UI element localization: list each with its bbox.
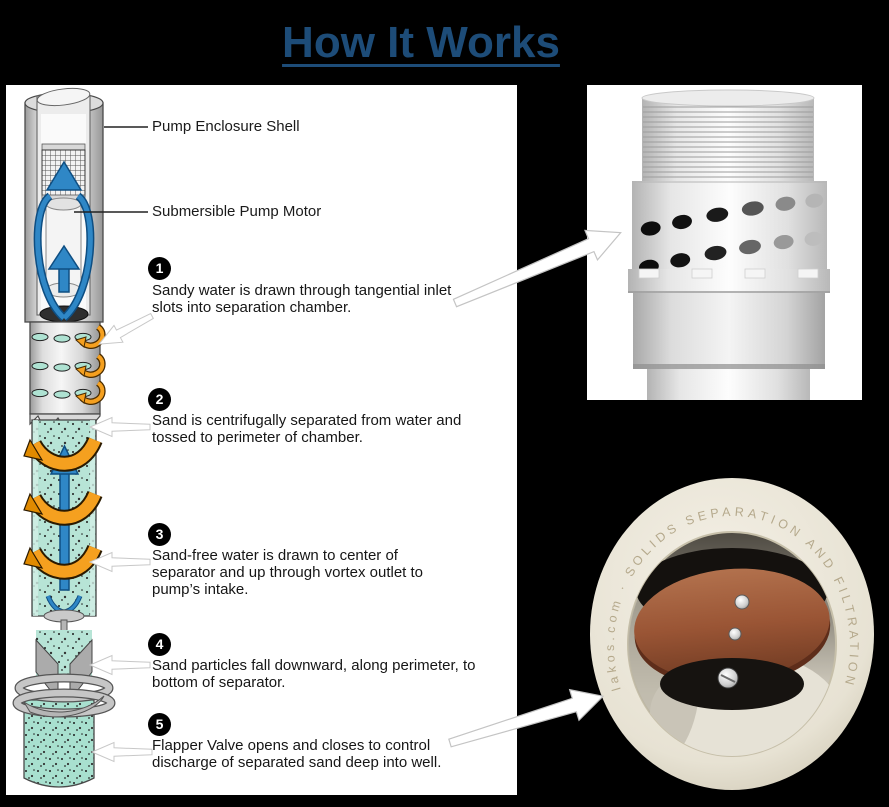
intake-photo <box>628 89 830 400</box>
step-2-badge: 2 <box>148 388 171 411</box>
step-1-text: Sandy water is drawn through tangential … <box>152 282 452 316</box>
rivet <box>728 627 742 641</box>
step-4-text: Sand particles fall downward, along peri… <box>152 657 476 691</box>
step-3-badge: 3 <box>148 523 171 546</box>
rivet <box>734 594 750 610</box>
step-2-text: Sand is centrifugally separated from wat… <box>152 412 462 446</box>
notched-ring <box>628 268 830 293</box>
intake-photo-panel <box>587 85 862 400</box>
part-label-submersible-pump-motor: Submersible Pump Motor <box>152 203 322 220</box>
part-label-pump-enclosure-shell: Pump Enclosure Shell <box>152 118 300 135</box>
coupling-body <box>633 293 825 400</box>
slotted-collar <box>632 181 827 274</box>
step-3-text: Sand-free water is drawn to center of se… <box>152 547 424 598</box>
flapper-photo-svg: lakos.com · SOLIDS SEPARATION AND FILTRA… <box>590 478 874 790</box>
flapper-valve-assembly <box>628 548 836 756</box>
step-5-badge: 5 <box>148 713 171 736</box>
flapper-photo: lakos.com · SOLIDS SEPARATION AND FILTRA… <box>590 478 874 790</box>
step-1-badge: 1 <box>148 257 171 280</box>
step-5-text: Flapper Valve opens and closes to contro… <box>152 737 442 771</box>
threaded-top <box>641 89 815 181</box>
step-4-badge: 4 <box>148 633 171 656</box>
page-title: How It Works <box>282 18 560 67</box>
